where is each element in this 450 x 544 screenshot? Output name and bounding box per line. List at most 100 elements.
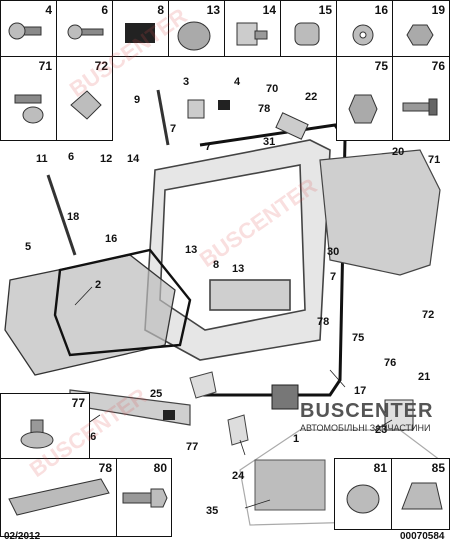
part-number: 13 — [206, 3, 220, 17]
part-cell: 8 — [112, 0, 169, 57]
screw-icon — [67, 24, 104, 40]
part-cell: 85 — [391, 458, 450, 530]
bracket-25 — [189, 371, 217, 399]
part-number: 4 — [45, 3, 52, 17]
part-cell: 14 — [224, 0, 281, 57]
brand-logo: BUSCENTER АВТОМОБІЛЬНІ ЗАПЧАСТИНИ — [300, 400, 433, 433]
part-cell: 71 — [0, 56, 57, 141]
callout: 13 — [185, 244, 197, 256]
callout: 31 — [263, 136, 275, 148]
callout: 9 — [134, 94, 140, 106]
callout: 35 — [206, 505, 218, 517]
part-cell: 15 — [280, 0, 337, 57]
footer-ref: 00070584 — [400, 531, 445, 542]
buffer-icon — [236, 22, 268, 46]
part-cell: 77 — [0, 393, 90, 459]
bolt-icon — [122, 488, 168, 508]
callout: 6 — [68, 151, 74, 163]
rivet-icon — [402, 98, 438, 116]
part-number: 77 — [71, 396, 85, 410]
callout: 14 — [127, 153, 140, 165]
callout: 75 — [352, 332, 364, 344]
clip-24 — [227, 414, 249, 446]
part-number: 16 — [374, 3, 388, 17]
callout: 12 — [100, 153, 112, 165]
part-cell: 75 — [336, 56, 393, 141]
part-cell: 16 — [336, 0, 393, 57]
part-number: 78 — [98, 461, 112, 475]
callout: 70 — [266, 83, 278, 95]
plate-22 — [275, 112, 309, 140]
brand-tagline: АВТОМОБІЛЬНІ ЗАПЧАСТИНИ — [300, 423, 431, 433]
seal-strip-icon — [8, 478, 110, 516]
part-number: 71 — [38, 59, 52, 73]
callout: 20 — [392, 146, 404, 158]
callout: 77 — [186, 441, 198, 453]
part-number: 19 — [431, 3, 445, 17]
lock-box — [384, 399, 414, 431]
foam-77 — [163, 410, 175, 420]
callout: 4 — [234, 76, 241, 88]
push-pin-icon — [14, 94, 44, 124]
callout: 25 — [150, 388, 162, 400]
plug-cap-icon — [177, 21, 211, 51]
callout: 8 — [213, 259, 219, 271]
callout: 18 — [67, 211, 79, 223]
trim-panel — [319, 149, 441, 276]
part-number: 72 — [94, 59, 108, 73]
footer-date: 02/2012 — [4, 531, 41, 542]
callout: 7 — [330, 271, 336, 283]
callout: 13 — [232, 263, 244, 275]
foam-pad-icon — [125, 23, 155, 43]
part-cell: 19 — [392, 0, 450, 57]
part-number: 80 — [153, 461, 167, 475]
part-number: 8 — [157, 3, 164, 17]
part-cell: 4 — [0, 0, 57, 57]
foam-70 — [218, 100, 230, 110]
part-cell: 72 — [56, 56, 113, 141]
bracket-icon — [401, 482, 443, 510]
torx-screw-icon — [8, 22, 42, 40]
callout: 24 — [232, 470, 245, 482]
part-number: 14 — [262, 3, 276, 17]
callout: 1 — [293, 433, 299, 445]
glass-seal — [53, 248, 192, 357]
part-number: 75 — [374, 59, 388, 73]
callout: 78 — [258, 103, 270, 115]
callout: 11 — [36, 153, 48, 165]
callout: 72 — [422, 309, 434, 321]
brand-name: BUSCENTER — [300, 400, 434, 422]
handle-1 — [271, 384, 299, 410]
callout: 16 — [105, 233, 117, 245]
callout: 23 — [375, 424, 387, 436]
callout: 78 — [317, 316, 329, 328]
callout: 21 — [418, 371, 430, 383]
washer-icon — [352, 24, 374, 46]
callout: 17 — [354, 385, 366, 397]
nut-insert-icon — [348, 94, 378, 124]
wiring-harness — [254, 459, 326, 511]
callout: 30 — [327, 246, 339, 258]
part-number: 6 — [101, 3, 108, 17]
part-number: 15 — [318, 3, 332, 17]
callout: 76 — [384, 357, 396, 369]
bolt-icon — [20, 419, 54, 449]
gas-strut-upper — [156, 89, 170, 146]
callout: 7 — [205, 141, 211, 153]
grommet-icon — [294, 22, 320, 46]
part-cell: 81 — [334, 458, 392, 530]
callout: 7 — [170, 123, 176, 135]
mount-icon — [346, 484, 380, 514]
callout: 3 — [183, 76, 189, 88]
part-cell: 6 — [56, 0, 113, 57]
callout: 5 — [25, 241, 31, 253]
part-cell: 80 — [116, 458, 172, 537]
hex-nut-icon — [406, 24, 434, 46]
gas-strut — [46, 174, 77, 256]
part-number: 76 — [431, 59, 445, 73]
callout: 71 — [428, 154, 440, 166]
callout: 2 — [95, 279, 101, 291]
part-number: 85 — [431, 461, 445, 475]
